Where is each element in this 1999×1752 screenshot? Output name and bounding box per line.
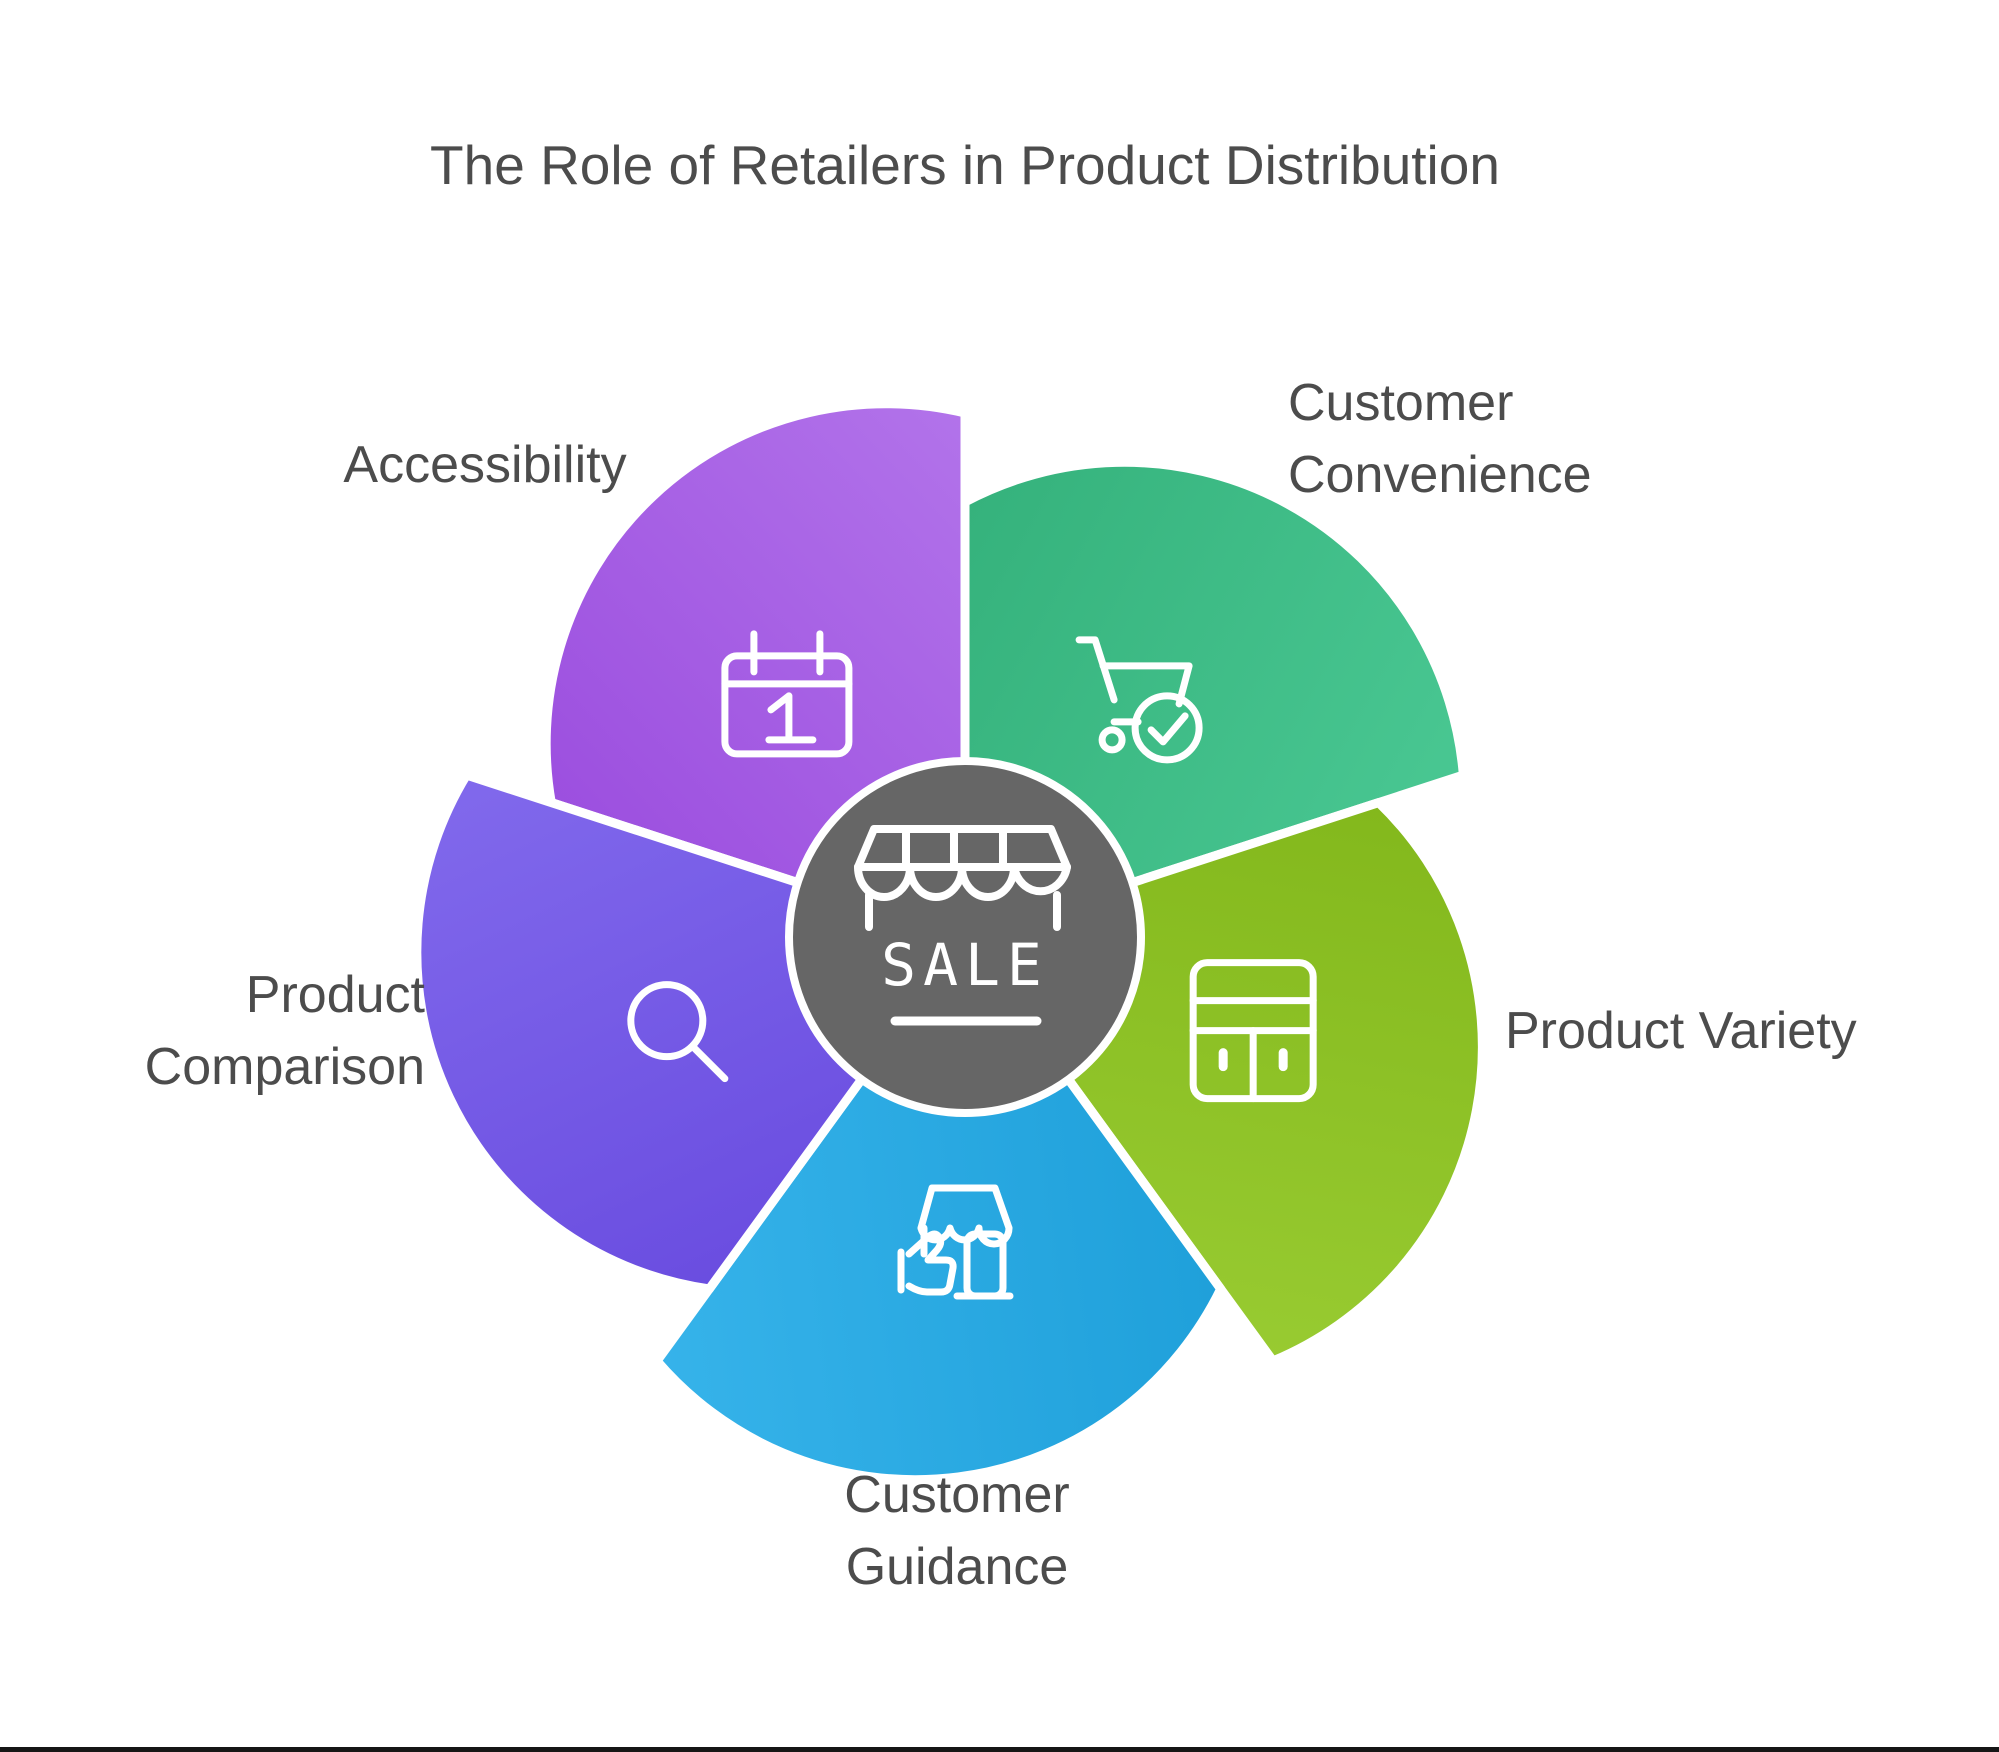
label-customer-guidance: Customer Guidance bbox=[844, 1466, 1070, 1596]
center-circle bbox=[785, 757, 1145, 1117]
footer-bar bbox=[0, 1747, 1999, 1752]
center-badge: SALE bbox=[785, 757, 1145, 1117]
sale-text: SALE bbox=[881, 931, 1049, 999]
cabinet-icon bbox=[1189, 959, 1317, 1103]
label-accessibility: Accessibility bbox=[343, 436, 627, 494]
label-product-comparison: Product Comparison bbox=[144, 966, 425, 1096]
search-icon bbox=[627, 981, 729, 1083]
label-customer-convenience: Customer Convenience bbox=[1288, 374, 1592, 504]
page-title: The Role of Retailers in Product Distrib… bbox=[430, 134, 1500, 196]
calendar-icon bbox=[721, 630, 853, 758]
segment-customer-guidance bbox=[652, 932, 1226, 1485]
label-product-variety: Product Variety bbox=[1505, 1002, 1857, 1060]
cart-check-icon bbox=[1075, 636, 1203, 764]
sale-storefront-icon bbox=[854, 825, 1071, 931]
store-thumbs-up-icon bbox=[897, 1184, 1014, 1300]
